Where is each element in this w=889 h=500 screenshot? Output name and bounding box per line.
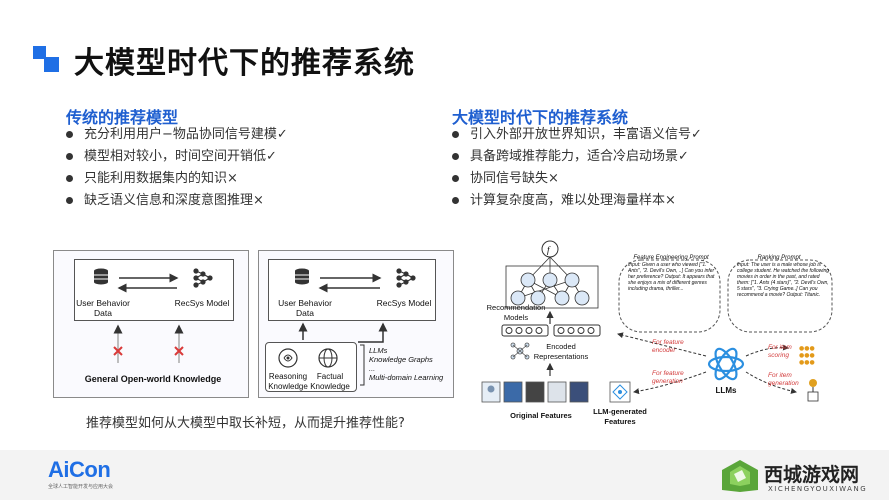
llm-generated-features-label: LLM-generated Features <box>593 407 647 426</box>
knowledge-box <box>265 342 357 392</box>
feature-engineering-prompt-bubble <box>618 259 721 333</box>
list-item: 只能利用数据集内的知识× <box>62 168 288 190</box>
factual-knowledge-label: Factual Knowledge <box>310 372 350 391</box>
right-bullet-list: 引入外部开放世界知识，丰富语义信号✓ 具备跨域推荐能力，适合冷启动场景✓ 协同信… <box>448 124 702 212</box>
list-item: 引入外部开放世界知识，丰富语义信号✓ <box>448 124 702 146</box>
watermark-text: 西城游戏网 <box>764 464 860 486</box>
reasoning-knowledge-label: Reasoning Knowledge <box>268 372 308 391</box>
svg-text:●●●: ●●● <box>799 345 815 352</box>
aicon-logo: AiCon <box>48 457 111 482</box>
feature-engineering-prompt-title: Feature Engineering Prompt <box>633 255 709 261</box>
aicon-subtitle: 全球人工智能开发与应用大会 <box>48 484 114 490</box>
network-icon <box>396 268 416 288</box>
globe-icon <box>318 348 338 368</box>
augmented-diagram-graphics <box>278 268 416 386</box>
list-item: 计算复杂度高，难以处理海量样本× <box>448 190 702 212</box>
ranking-prompt-title: Ranking Prompt <box>757 255 801 261</box>
ranking-prompt-text: Input: The user is a male whose job is c… <box>737 262 829 298</box>
user-behavior-label: User Behavior Data <box>76 298 130 318</box>
list-item: 协同信号缺失× <box>448 168 702 190</box>
recsys-model-label: RecSys Model <box>376 298 432 308</box>
network-icon <box>193 268 213 288</box>
llm-recommendation-pipeline: f <box>481 240 833 403</box>
original-features-label: Original Features <box>510 411 572 420</box>
database-icon <box>295 268 309 285</box>
user-behavior-label: User Behavior Data <box>278 298 332 318</box>
llm-source-label: Knowledge Graphs <box>369 355 433 364</box>
llm-source-label: LLMs <box>369 346 388 355</box>
recsys-model-label: RecSys Model <box>174 298 230 308</box>
list-item: 模型相对较小，时间空间开销低✓ <box>62 146 288 168</box>
encoder-icon <box>510 342 530 360</box>
llm-source-label: Multi-domain Learning <box>369 373 444 382</box>
for-feature-encoder-label: For feature encoder <box>652 339 684 354</box>
for-item-scoring-label: For item scoring <box>768 344 792 359</box>
watermark-subtitle: XICHENGYOUXIWANG <box>768 485 868 493</box>
llm-source-label: ... <box>369 364 376 373</box>
svg-text:●●●: ●●● <box>799 352 815 359</box>
augmented-model-box <box>268 259 436 321</box>
right-column-heading: 大模型时代下的推荐系统 <box>452 108 629 127</box>
feature-engineering-prompt-text: Input: Given a user who viewed ["1. Ants… <box>628 262 715 292</box>
svg-text:f: f <box>547 245 551 255</box>
item-icon <box>807 379 819 402</box>
brain-icon <box>278 348 298 368</box>
encoded-vector <box>553 324 601 337</box>
database-icon <box>94 268 108 285</box>
openai-icon <box>707 347 745 381</box>
diagram-caption: 推荐模型如何从大模型中取长补短，从而提升推荐性能? <box>86 416 405 431</box>
llms-label: LLMs <box>715 386 737 395</box>
encoded-vector <box>501 324 549 337</box>
svg-text:●●●: ●●● <box>799 359 815 366</box>
page-title: 大模型时代下的推荐系统 <box>74 46 415 81</box>
cross-icon <box>174 346 184 356</box>
list-item: 充分利用用户−物品协同信号建模✓ <box>62 124 288 146</box>
cross-icon <box>113 346 123 356</box>
ranking-prompt-bubble <box>727 259 833 333</box>
llm-feature-icon <box>609 381 631 403</box>
title-mark-icon <box>33 46 59 72</box>
encoded-representations-label: Encoded Representations <box>533 342 589 361</box>
recommendation-models-label: Recommendation Models <box>486 303 546 322</box>
traditional-diagram-graphics <box>94 268 213 363</box>
for-item-generation-label: For item generation <box>768 372 799 387</box>
left-column-heading: 传统的推荐模型 <box>66 108 179 127</box>
open-world-knowledge-label: General Open-world Knowledge <box>84 374 222 384</box>
recommendation-network <box>510 256 590 306</box>
left-bullet-list: 充分利用用户−物品协同信号建模✓ 模型相对较小，时间空间开销低✓ 只能利用数据集… <box>62 124 288 212</box>
list-item: 具备跨域推荐能力，适合冷启动场景✓ <box>448 146 702 168</box>
star-icon: ●●●●●●●●● <box>799 345 815 366</box>
list-item: 缺乏语义信息和深度意图推理× <box>62 190 288 212</box>
for-feature-generation-label: For feature generation <box>652 370 684 385</box>
watermark-logo-icon <box>722 460 758 492</box>
original-features-row <box>481 381 589 403</box>
